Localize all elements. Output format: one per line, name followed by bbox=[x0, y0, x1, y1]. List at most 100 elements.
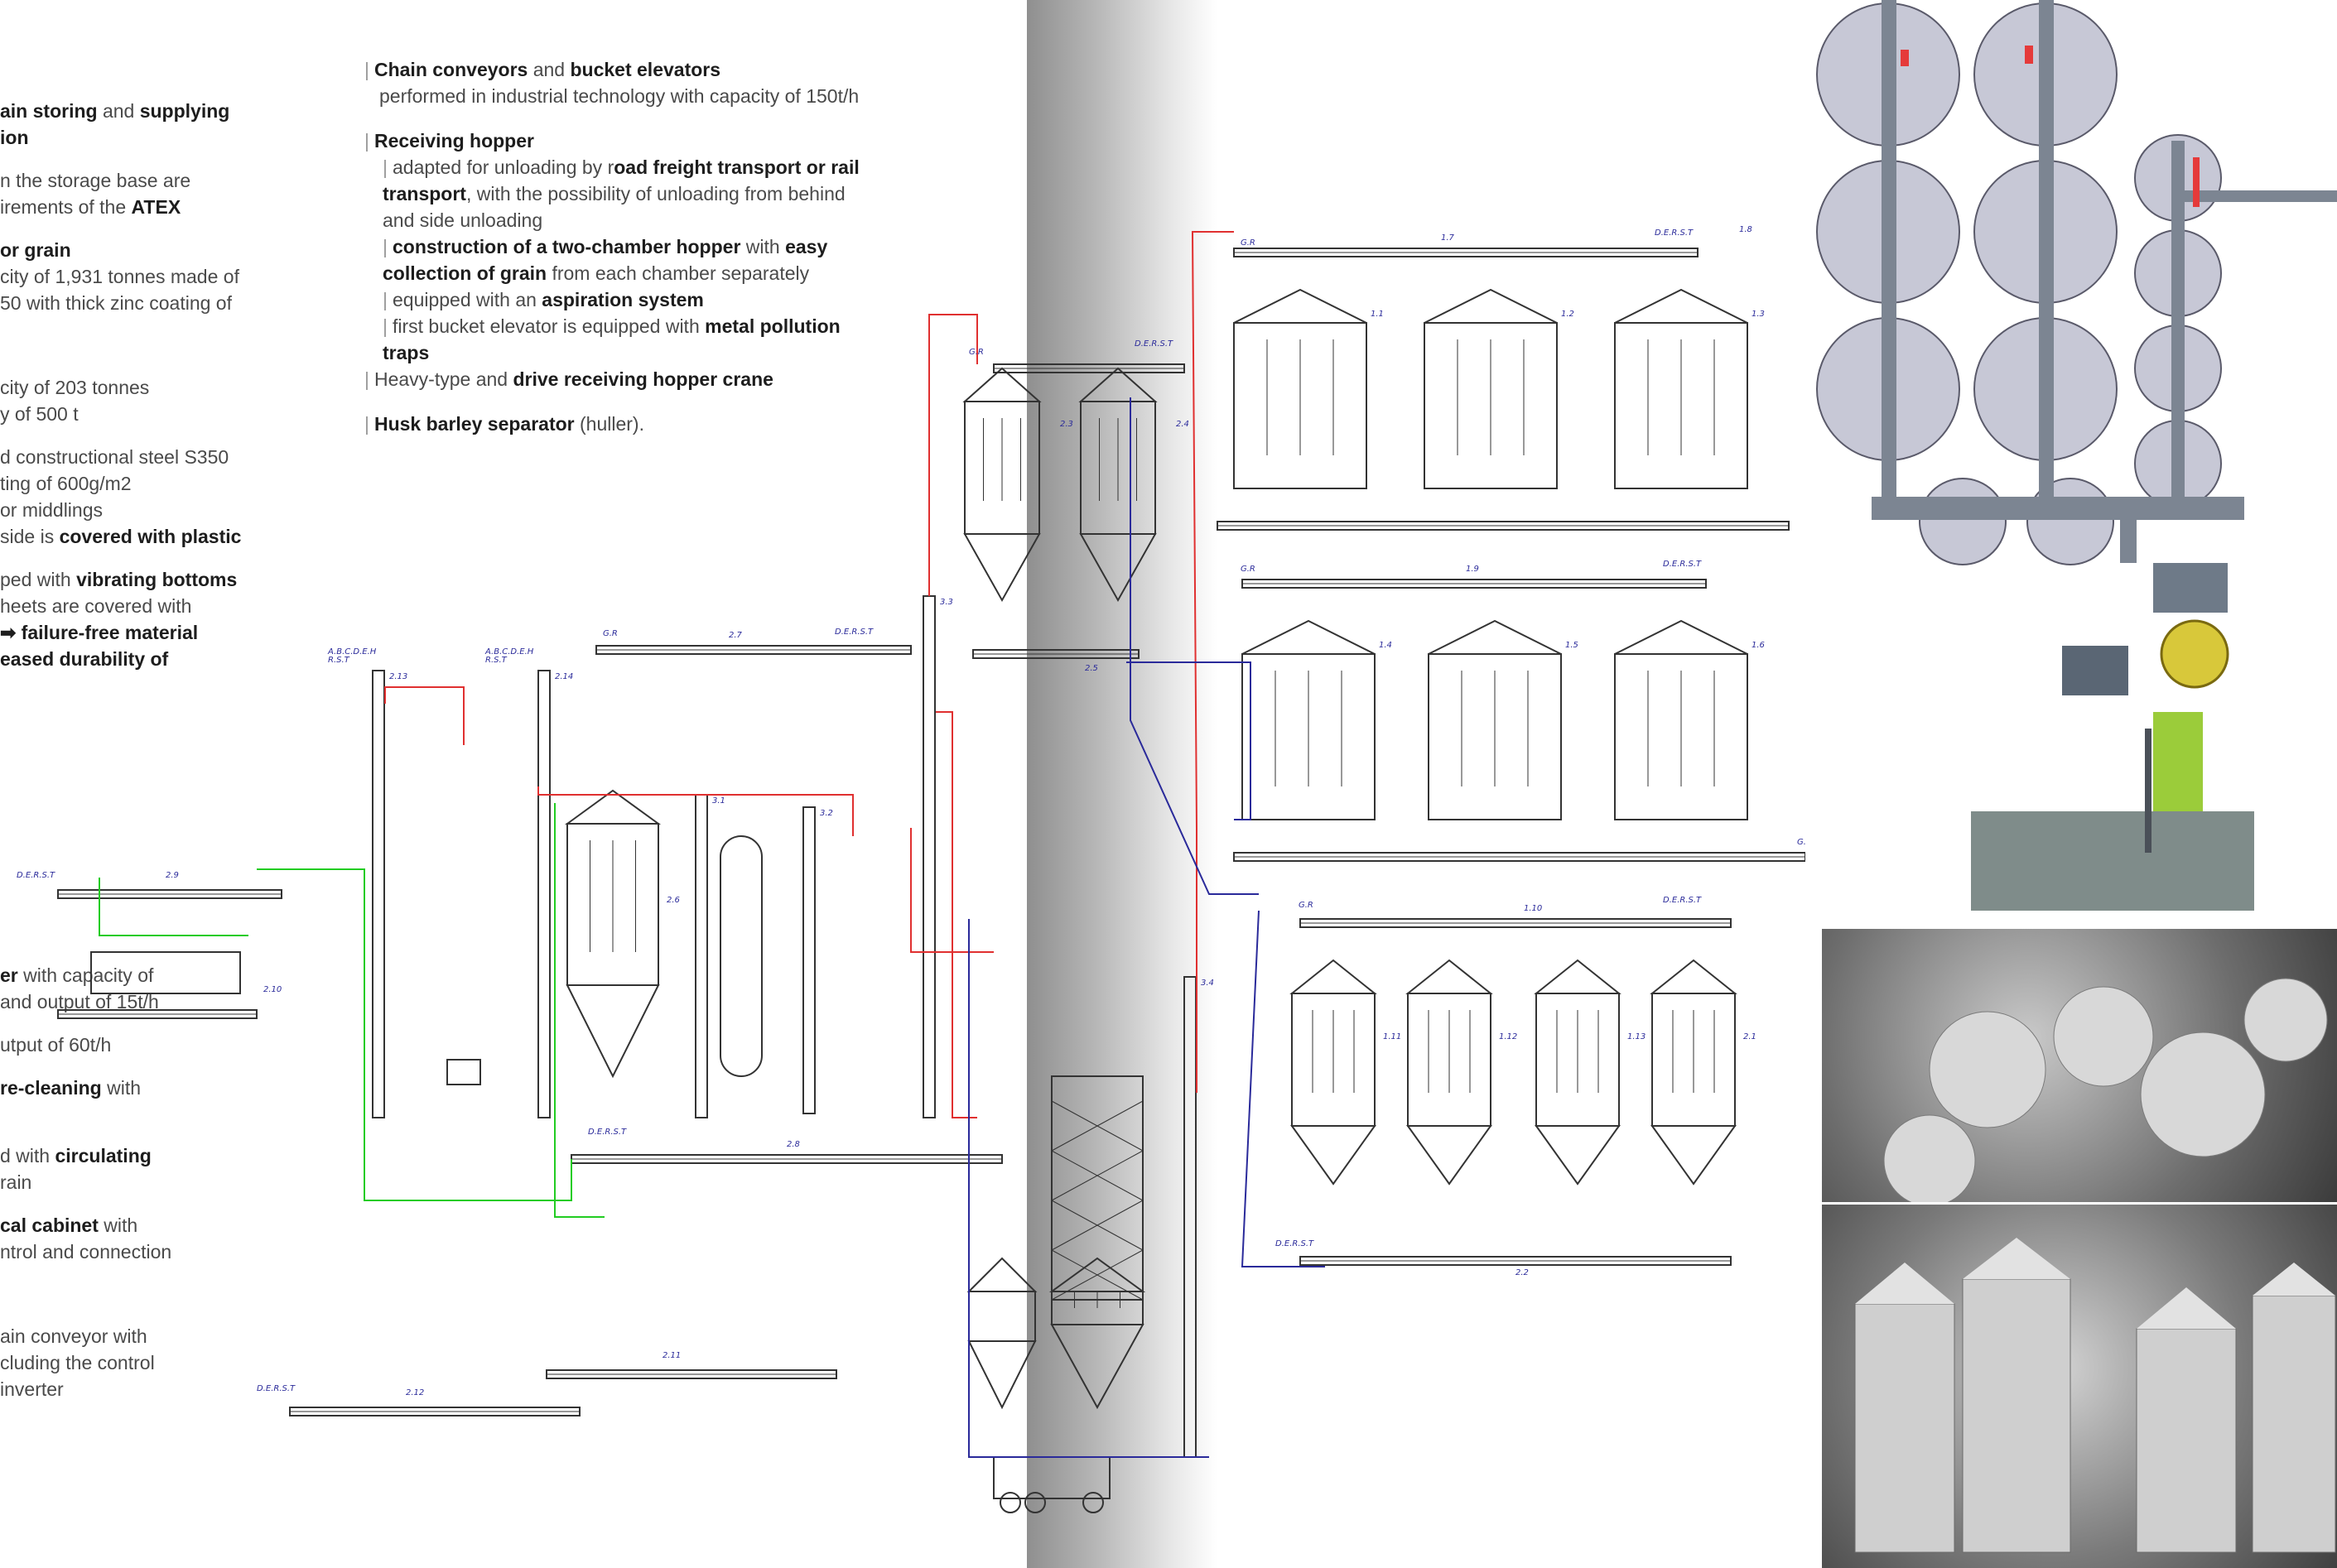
left-text-line: d with circulating bbox=[0, 1145, 152, 1166]
equipment-tag: D.E.R.S.T bbox=[1663, 560, 1702, 569]
equipment-tag: R.S.T bbox=[328, 656, 350, 665]
hopper-sub-4: |first bucket elevator is equipped with … bbox=[383, 315, 841, 363]
truck-wheel bbox=[1000, 1492, 1021, 1513]
equipment-tag: D.E.R.S.T bbox=[835, 628, 874, 637]
equipment-tag: G.R bbox=[1241, 565, 1255, 574]
equipment-tag: 1.6 bbox=[1752, 641, 1765, 650]
truck-small bbox=[446, 1059, 481, 1085]
left-text-line: ting of 600g/m2 bbox=[0, 473, 132, 494]
feature-husk-separator: |Husk barley separator (huller). bbox=[364, 413, 644, 435]
left-text-line: city of 1,931 tonnes made of bbox=[0, 266, 239, 287]
equipment-tag: 3.3 bbox=[940, 598, 953, 607]
left-text-line: 50 with thick zinc coating of bbox=[0, 292, 232, 314]
equipment-tag: 2.3 bbox=[1060, 420, 1073, 429]
silo-roof bbox=[1078, 367, 1158, 402]
silo-roof bbox=[564, 789, 662, 825]
equipment-tag: G.R bbox=[603, 629, 618, 638]
equipment-tag: 1.11 bbox=[1383, 1032, 1401, 1041]
silo-roof bbox=[1405, 959, 1493, 994]
silo-roof bbox=[966, 1257, 1038, 1292]
dryer-tower bbox=[1051, 1075, 1144, 1301]
left-text-line: and output of 15t/h bbox=[0, 991, 159, 1012]
equipment-tag: D.E.R.S.T bbox=[1135, 339, 1173, 349]
equipment-tag: A.B.C.D.E.H bbox=[327, 647, 377, 657]
silo-cone bbox=[566, 984, 660, 1079]
bucket-elevator bbox=[923, 595, 936, 1118]
left-text-line: ➡ failure-free material bbox=[0, 622, 199, 643]
equipment-tag: 2.11 bbox=[663, 1351, 681, 1360]
feature-chain-conveyors: |Chain conveyors and bucket elevators pe… bbox=[364, 59, 860, 107]
left-text-line: n the storage base are bbox=[0, 170, 191, 191]
left-text-line: utput of 60t/h bbox=[0, 1034, 112, 1056]
vibrating-feeder bbox=[90, 951, 241, 994]
equipment-tag: 2.1 bbox=[1743, 1032, 1756, 1041]
equipment-tag: 2.8 bbox=[787, 1140, 800, 1149]
left-text-line: or middlings bbox=[0, 499, 103, 521]
silo-small-5 bbox=[1919, 478, 2007, 565]
equipment-tag: 2.12 bbox=[406, 1388, 424, 1397]
equipment-tag: D.E.R.S.T bbox=[1655, 228, 1694, 238]
equipment-tag: 1.10 bbox=[1524, 904, 1542, 913]
silo-roof bbox=[1428, 619, 1562, 655]
equipment-tag: D.E.R.S.T bbox=[257, 1384, 296, 1393]
silo-plant-top-view-render bbox=[1805, 0, 2337, 919]
silo-roof bbox=[1241, 619, 1376, 655]
left-text-line: eased durability of bbox=[0, 648, 169, 670]
equipment-tag: 2.6 bbox=[667, 896, 680, 905]
left-text-line: y of 500 t bbox=[0, 403, 79, 425]
equipment-tag: 2.4 bbox=[1176, 420, 1189, 429]
equipment-tag: 1.5 bbox=[1565, 641, 1578, 650]
equipment-tag: 2.10 bbox=[263, 985, 282, 994]
silo-roof bbox=[1424, 288, 1558, 324]
equipment-tag: 1.13 bbox=[1627, 1032, 1646, 1041]
left-text-line: re-cleaning with bbox=[0, 1077, 142, 1099]
render-svg bbox=[1816, 0, 2337, 911]
equipment-tag: D.E.R.S.T bbox=[588, 1128, 627, 1137]
equipment-tag: G.R bbox=[969, 348, 984, 357]
equipment-tag: 1.4 bbox=[1379, 641, 1392, 650]
equipment-tag: 2.5 bbox=[1085, 664, 1098, 673]
aerial-photo-silos bbox=[1822, 929, 2337, 1202]
equipment-tag: 3.1 bbox=[712, 796, 725, 806]
hopper-sub-1: |adapted for unloading by road freight t… bbox=[383, 156, 860, 231]
equipment-tag: 2.9 bbox=[166, 871, 179, 880]
cleaner-column bbox=[720, 835, 763, 1077]
left-text-line: inverter bbox=[0, 1378, 64, 1400]
silo-cone bbox=[1079, 533, 1157, 603]
equipment-tag: 1.2 bbox=[1561, 310, 1574, 319]
silo-cone bbox=[1050, 1324, 1144, 1410]
left-text-line: ain storing and supplying bbox=[0, 100, 230, 122]
left-text-line: d constructional steel S350 bbox=[0, 446, 229, 468]
equipment-tag: G.R bbox=[1797, 838, 1805, 847]
equipment-tag: 1.1 bbox=[1371, 310, 1384, 319]
equipment-tag: G.R bbox=[1241, 238, 1255, 248]
bucket-elevator bbox=[695, 794, 708, 1118]
left-text-line: irements of the ATEX bbox=[0, 196, 181, 218]
left-text-line: heets are covered with bbox=[0, 595, 192, 617]
equipment-tag: 3.4 bbox=[1201, 979, 1214, 988]
left-text-line: cal cabinet with bbox=[0, 1214, 138, 1236]
silo-roof bbox=[962, 367, 1042, 402]
silo-roof bbox=[1614, 619, 1748, 655]
left-text-line: side is covered with plastic bbox=[0, 526, 242, 547]
truck-wheel bbox=[1024, 1492, 1046, 1513]
left-text-line: ntrol and connection bbox=[0, 1241, 172, 1263]
equipment-tag: G.R bbox=[1299, 901, 1313, 910]
left-text-line: ain conveyor with bbox=[0, 1325, 147, 1347]
silo-cone bbox=[1406, 1125, 1492, 1186]
bucket-elevator bbox=[802, 806, 816, 1114]
equipment-tag: D.E.R.S.T bbox=[1663, 896, 1702, 905]
silo-cone bbox=[967, 1340, 1037, 1410]
page-fold-shadow bbox=[1027, 0, 1217, 1568]
equipment-tag: 2.2 bbox=[1515, 1268, 1529, 1277]
bucket-elevator bbox=[537, 670, 551, 1118]
silo-roof bbox=[1614, 288, 1748, 324]
silo-roof bbox=[1650, 959, 1737, 994]
silo-cone bbox=[1535, 1125, 1621, 1186]
equipment-tag: 2.14 bbox=[555, 672, 573, 681]
left-text-line: er with capacity of bbox=[0, 964, 154, 986]
equipment-tag: 1.7 bbox=[1441, 233, 1455, 243]
equipment-tag: 3.2 bbox=[820, 809, 833, 818]
equipment-tag: 1.12 bbox=[1499, 1032, 1517, 1041]
